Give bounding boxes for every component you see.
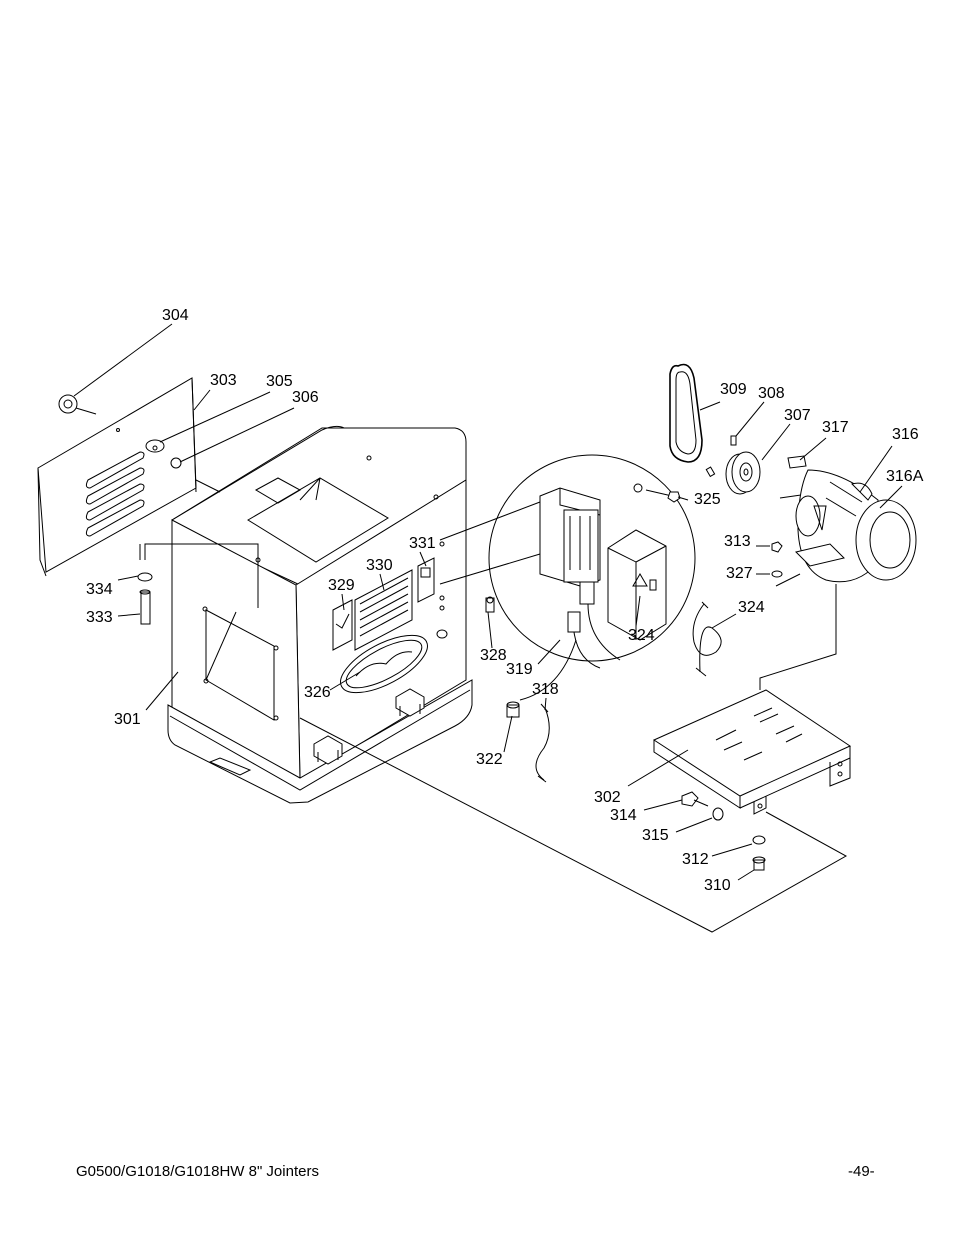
callout-328: 328 xyxy=(480,647,507,664)
callout-labels: 304 303 305 306 334 333 301 326 329 330 … xyxy=(86,307,924,894)
callout-327: 327 xyxy=(726,565,753,582)
pulley-307 xyxy=(725,451,761,495)
callout-301: 301 xyxy=(114,711,141,728)
washer-315 xyxy=(712,807,724,821)
washer-305 xyxy=(145,439,165,453)
callout-303: 303 xyxy=(210,372,237,389)
bolt-310 xyxy=(752,856,766,871)
strain-relief-328 xyxy=(485,596,495,613)
cord-319 xyxy=(519,639,577,701)
bumper-333 xyxy=(139,589,151,625)
leader-lines xyxy=(73,323,903,881)
motor-316 xyxy=(779,469,917,583)
callout-313: 313 xyxy=(724,533,751,550)
callout-317: 317 xyxy=(822,419,849,436)
callout-333: 333 xyxy=(86,609,113,626)
motor-plate-302 xyxy=(652,689,852,815)
callout-309: 309 xyxy=(720,381,747,398)
callout-316a: 316A xyxy=(886,468,924,485)
callout-316: 316 xyxy=(892,426,919,443)
washer-327 xyxy=(771,570,783,578)
belt-309 xyxy=(669,363,703,463)
callout-325: 325 xyxy=(694,491,721,508)
callout-332: 324 xyxy=(628,627,655,644)
callout-329: 329 xyxy=(328,577,355,594)
side-panel xyxy=(37,377,197,577)
callout-307: 307 xyxy=(784,407,811,424)
knob-304 xyxy=(58,394,97,415)
plug-322 xyxy=(506,701,520,718)
callout-322: 322 xyxy=(476,751,503,768)
cord-324 xyxy=(692,601,722,677)
callout-315: 315 xyxy=(642,827,669,844)
callout-306: 306 xyxy=(292,389,319,406)
callout-331: 331 xyxy=(409,535,436,552)
bolt-314 xyxy=(681,791,709,807)
washer-334 xyxy=(137,572,153,582)
setscrew-308 xyxy=(730,435,737,446)
callout-312: 312 xyxy=(682,851,709,868)
callout-310: 310 xyxy=(704,877,731,894)
callout-314: 314 xyxy=(610,807,637,824)
cord-318 xyxy=(535,703,550,783)
callout-318: 318 xyxy=(532,681,559,698)
callout-334: 334 xyxy=(86,581,113,598)
washer-312 xyxy=(752,835,766,845)
callout-326: 326 xyxy=(304,684,331,701)
nut-306 xyxy=(170,457,182,469)
callout-305: 305 xyxy=(266,373,293,390)
switch-detail-circle xyxy=(488,454,696,669)
footer-manual-title: G0500/G1018/G1018HW 8" Jointers xyxy=(76,1163,319,1180)
callout-319: 319 xyxy=(506,661,533,678)
callout-302: 302 xyxy=(594,789,621,806)
callout-330: 330 xyxy=(366,557,393,574)
callout-308: 308 xyxy=(758,385,785,402)
footer-page-number: -49- xyxy=(848,1163,875,1180)
callout-304: 304 xyxy=(162,307,189,324)
nut-313 xyxy=(771,541,783,553)
callout-324: 324 xyxy=(738,599,765,616)
cabinet-stand xyxy=(167,425,473,804)
